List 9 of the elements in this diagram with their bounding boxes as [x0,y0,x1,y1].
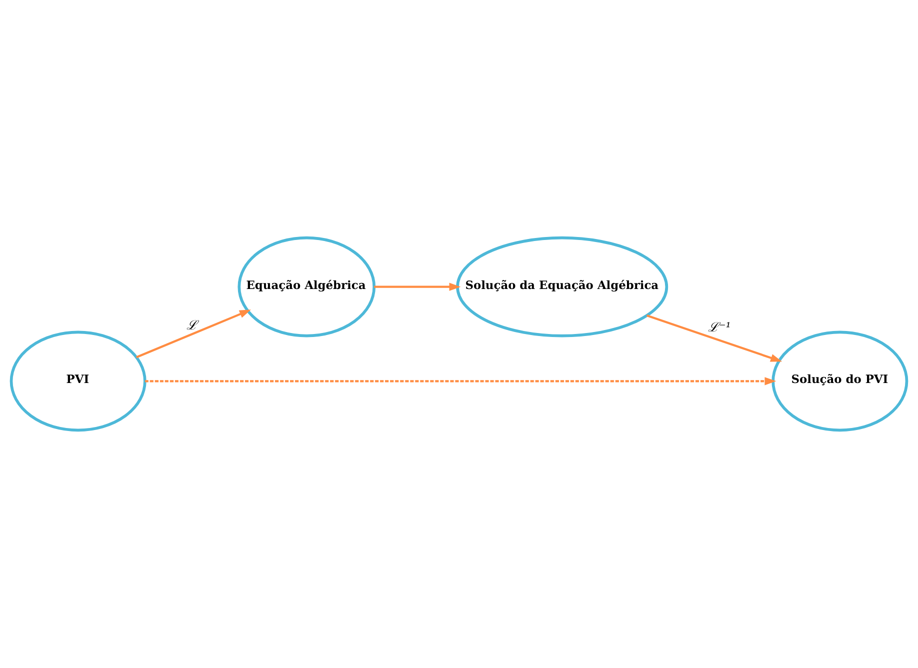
node-ellipse: PVI [10,330,146,432]
arrow [374,282,461,291]
edge-label: ℒ [186,318,198,334]
arrow [646,314,782,362]
arrow [136,310,251,358]
node-ellipse: Solução do PVI [772,330,908,432]
edge-label: ℒ⁻¹ [708,320,731,336]
node-ellipse: Solução da Equação Algébrica [456,236,668,338]
arrow [144,377,776,386]
